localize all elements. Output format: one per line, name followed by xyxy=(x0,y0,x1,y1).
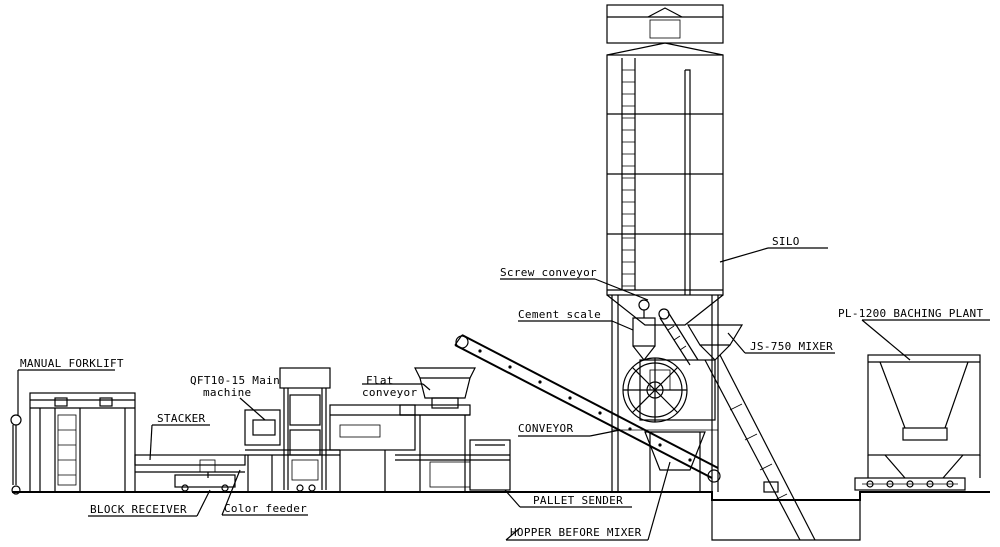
label-conveyor: CONVEYOR xyxy=(518,422,573,435)
label-color-feeder: Color feeder xyxy=(224,502,307,515)
mixing-hopper-small xyxy=(414,367,476,409)
screw-conveyor xyxy=(658,308,699,366)
leader-lines xyxy=(17,247,990,541)
label-flat-conveyor-line2: conveyor xyxy=(362,386,417,399)
forklift-mast xyxy=(10,414,22,495)
inclined-conveyor xyxy=(454,334,721,483)
silo xyxy=(606,4,724,492)
stacker-track xyxy=(134,454,246,492)
ground-line xyxy=(12,491,990,541)
label-main-machine-line1: QFT10-15 Main xyxy=(190,374,280,387)
cement-scale xyxy=(632,299,656,361)
mixer xyxy=(622,324,816,541)
label-pl1200-plant: PL-1200 BACHING PLANT xyxy=(838,307,983,320)
label-hopper-before-mixer: HOPPER BEFORE MIXER xyxy=(510,526,642,539)
label-screw-conveyor: Screw conveyor xyxy=(500,266,597,279)
label-js750-mixer: JS-750 MIXER xyxy=(750,340,833,353)
label-main-machine-line2: machine xyxy=(203,386,251,399)
main-machine xyxy=(244,367,340,492)
label-pallet-sender: PALLET SENDER xyxy=(533,494,623,507)
hopper-before-mixer xyxy=(644,431,706,492)
label-manual-forklift: MANUAL FORKLIFT xyxy=(20,357,124,370)
label-cement-scale: Cement scale xyxy=(518,308,601,321)
label-block-receiver: BLOCK RECEIVER xyxy=(90,503,187,516)
label-silo: SILO xyxy=(772,235,800,248)
batching-plant xyxy=(854,354,981,491)
label-flat-conveyor-line1: Flat xyxy=(366,374,394,387)
flat-conveyor xyxy=(329,404,511,492)
forklift-rack xyxy=(29,392,136,493)
label-stacker: STACKER xyxy=(157,412,206,425)
